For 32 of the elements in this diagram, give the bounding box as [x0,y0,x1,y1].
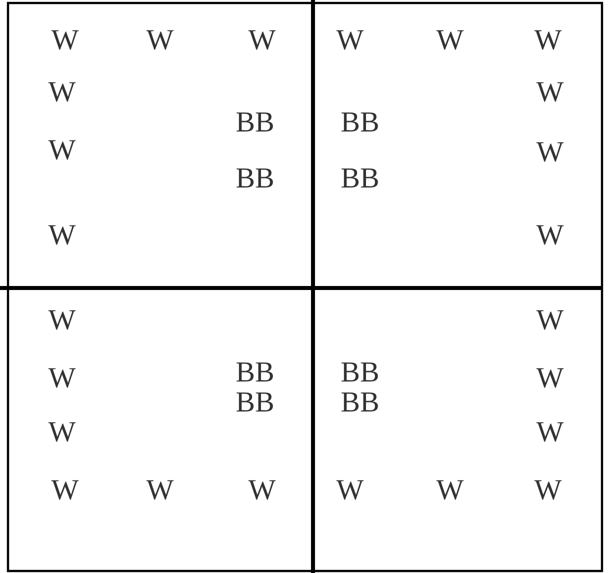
cell-letter: W [146,30,174,50]
cell-letter: W [536,225,564,245]
cell-letter: W [248,30,276,50]
cell-letter: BB [342,362,378,382]
cell-letter: W [536,82,564,102]
cell-letter: W [436,30,464,50]
cell-letter: W [536,368,564,388]
cell-letter: BB [236,112,273,132]
cell-letter: W [436,480,464,500]
cell-letter: W [51,480,79,500]
cell-letter: W [336,480,364,500]
cell-letter: W [48,368,76,388]
cell-letter: W [536,310,564,330]
cell-letter: W [248,480,276,500]
cell-letter: BB [236,168,273,188]
cell-letter: W [48,82,76,102]
cell-letter: BB [342,392,378,412]
cell-letter: BB [236,392,273,412]
cell-letter: BB [342,168,378,188]
cell-letter: W [534,30,562,50]
cell-letter: BB [342,112,378,132]
cell-letter: W [536,422,564,442]
cell-letter: W [48,310,76,330]
cell-letter: W [534,480,562,500]
cell-letter: W [336,30,364,50]
cell-letter: W [146,480,174,500]
cell-letter: W [48,225,76,245]
cell-letter: W [48,140,76,160]
cell-letter: W [536,142,564,162]
cell-letter: W [51,30,79,50]
cell-letter: W [48,422,76,442]
cell-letter: BB [236,362,273,382]
